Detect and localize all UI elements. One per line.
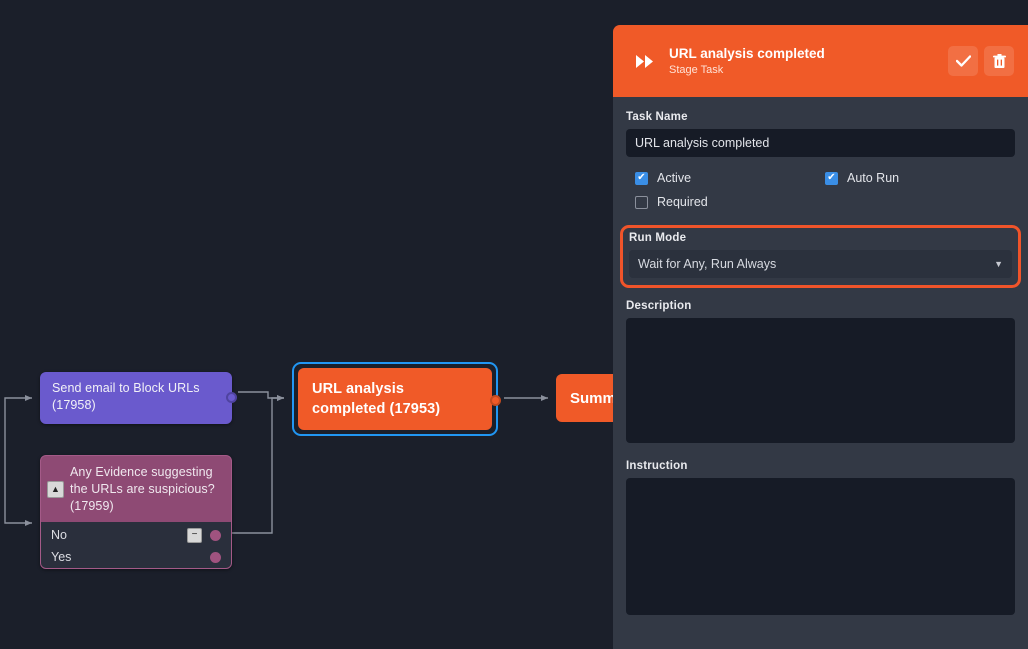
run-mode-value: Wait for Any, Run Always: [638, 257, 777, 271]
description-section: Description: [626, 300, 1015, 448]
panel-header: URL analysis completed Stage Task: [613, 25, 1028, 97]
instruction-label: Instruction: [626, 460, 688, 472]
node-label: URL analysis completed (17953): [312, 381, 441, 417]
node-output-port[interactable]: [490, 395, 501, 406]
run-mode-label: Run Mode: [629, 232, 687, 244]
node-any-evidence-suspicious[interactable]: ▲ Any Evidence suggesting the URLs are s…: [40, 455, 232, 569]
branch-label: Yes: [51, 550, 72, 564]
instruction-section: Instruction: [626, 460, 1015, 620]
panel-subtitle: Stage Task: [669, 63, 724, 76]
task-properties-panel: URL analysis completed Stage Task Tas: [613, 25, 1028, 649]
decision-branch-no[interactable]: No −: [41, 524, 231, 546]
task-name-label: Task Name: [626, 111, 688, 123]
decision-branch-list: No − Yes: [41, 522, 231, 568]
node-title: Any Evidence suggesting the URLs are sus…: [70, 464, 215, 513]
description-label: Description: [626, 300, 692, 312]
confirm-button[interactable]: [948, 46, 978, 76]
panel-body: Task Name ✔ Active ✔ Auto Run Required: [613, 97, 1028, 620]
panel-title: URL analysis completed: [669, 45, 825, 61]
checkbox-label: Required: [657, 195, 708, 209]
node-url-analysis-completed[interactable]: URL analysis completed (17953): [292, 362, 501, 436]
trash-icon: [992, 53, 1006, 68]
instruction-input[interactable]: [626, 478, 1015, 615]
check-icon: [955, 55, 971, 67]
checkbox-checked-icon[interactable]: ✔: [825, 171, 838, 185]
decision-branch-yes[interactable]: Yes: [41, 546, 231, 568]
checkbox-unchecked-icon[interactable]: [635, 195, 648, 209]
node-label: Summ: [570, 389, 616, 407]
checkbox-label: Auto Run: [847, 171, 900, 185]
description-input[interactable]: [626, 318, 1015, 443]
node-output-port[interactable]: [226, 392, 237, 403]
chevron-down-icon[interactable]: ▼: [994, 258, 1003, 269]
chevron-up-icon[interactable]: ▲: [47, 480, 64, 498]
run-mode-select[interactable]: Wait for Any, Run Always ▼: [629, 250, 1012, 278]
node-send-email-to-block-urls[interactable]: Send email to Block URLs (17958): [40, 372, 237, 424]
branch-output-port[interactable]: [210, 551, 221, 563]
checkbox-label: Active: [657, 171, 692, 185]
checkbox-active[interactable]: ✔ Active: [635, 171, 825, 185]
branch-label: No: [51, 528, 67, 542]
checkbox-checked-icon[interactable]: ✔: [635, 171, 648, 185]
node-label: Send email to Block URLs (17958): [52, 381, 200, 412]
run-mode-highlight: Run Mode Wait for Any, Run Always ▼: [620, 225, 1021, 288]
task-name-input[interactable]: [626, 129, 1015, 157]
fast-forward-icon: [631, 54, 661, 68]
checkbox-required[interactable]: Required: [635, 195, 825, 209]
branch-output-port[interactable]: [210, 529, 221, 541]
minus-icon[interactable]: −: [187, 527, 202, 543]
checkbox-auto-run[interactable]: ✔ Auto Run: [825, 171, 1015, 185]
delete-button[interactable]: [984, 46, 1014, 76]
checkbox-group: ✔ Active ✔ Auto Run Required: [626, 171, 1015, 209]
